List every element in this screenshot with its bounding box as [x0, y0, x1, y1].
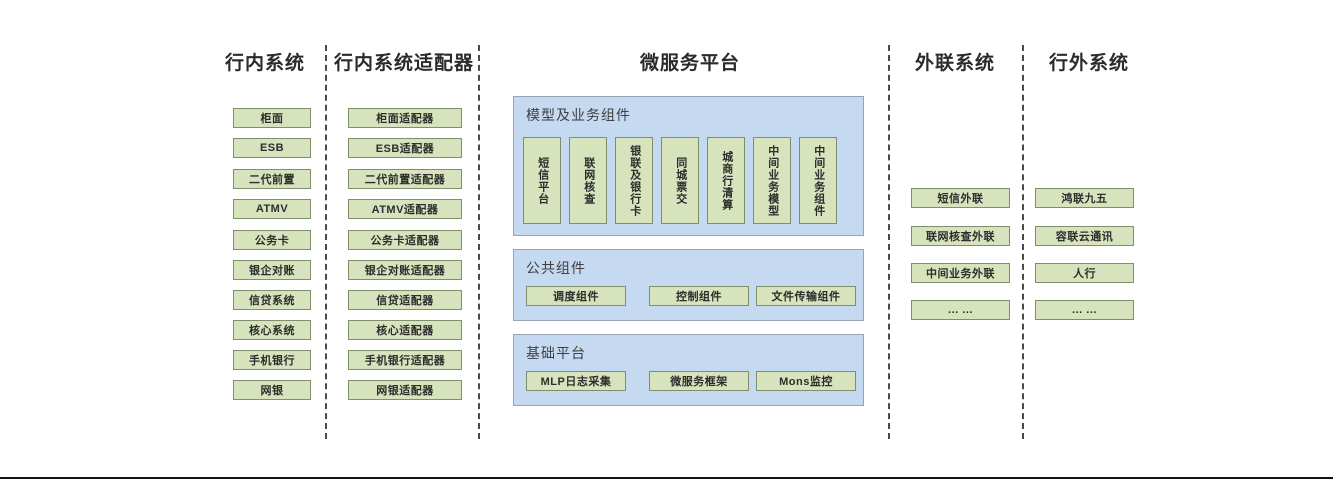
- list-item[interactable]: 二代前置适配器: [348, 169, 462, 189]
- panel-public-components: 公共组件: [513, 249, 864, 321]
- list-item[interactable]: 核心适配器: [348, 320, 462, 340]
- list-item[interactable]: 网银适配器: [348, 380, 462, 400]
- list-item[interactable]: 信贷适配器: [348, 290, 462, 310]
- list-item[interactable]: 柜面: [233, 108, 311, 128]
- list-item[interactable]: 同城票交: [661, 137, 699, 224]
- list-item[interactable]: ESB: [233, 138, 311, 158]
- list-item[interactable]: 中间业务模型: [753, 137, 791, 224]
- list-item[interactable]: 容联云通讯: [1035, 226, 1134, 246]
- list-item[interactable]: 人行: [1035, 263, 1134, 283]
- list-item[interactable]: 鸿联九五: [1035, 188, 1134, 208]
- list-item[interactable]: Mons监控: [756, 371, 856, 391]
- list-item[interactable]: 调度组件: [526, 286, 626, 306]
- column-header-platform: 微服务平台: [639, 53, 740, 74]
- panel-title: 模型及业务组件: [526, 107, 631, 123]
- list-item[interactable]: ... ...: [1035, 300, 1134, 320]
- list-item[interactable]: 公务卡适配器: [348, 230, 462, 250]
- column-header-inhouse: 行内系统: [224, 53, 305, 74]
- list-item[interactable]: 城商行清算: [707, 137, 745, 224]
- list-item[interactable]: 短信平台: [523, 137, 561, 224]
- column-separator-1: [325, 45, 327, 439]
- panel-title: 公共组件: [526, 260, 586, 276]
- list-item[interactable]: 手机银行适配器: [348, 350, 462, 370]
- column-header-external-link: 外联系统: [914, 53, 995, 74]
- list-item[interactable]: ATMV适配器: [348, 199, 462, 219]
- list-item[interactable]: 短信外联: [911, 188, 1010, 208]
- list-item[interactable]: 银企对账: [233, 260, 311, 280]
- list-item[interactable]: 银联及银行卡: [615, 137, 653, 224]
- list-item[interactable]: 银企对账适配器: [348, 260, 462, 280]
- column-header-outbank: 行外系统: [1048, 53, 1129, 74]
- list-item[interactable]: 联网核查外联: [911, 226, 1010, 246]
- list-item[interactable]: 信贷系统: [233, 290, 311, 310]
- column-header-adapters: 行内系统适配器: [333, 53, 474, 74]
- list-item[interactable]: ESB适配器: [348, 138, 462, 158]
- list-item[interactable]: 中间业务组件: [799, 137, 837, 224]
- panel-base-platform: 基础平台: [513, 334, 864, 406]
- list-item[interactable]: 文件传输组件: [756, 286, 856, 306]
- list-item[interactable]: MLP日志采集: [526, 371, 626, 391]
- list-item[interactable]: 控制组件: [649, 286, 749, 306]
- column-separator-3: [888, 45, 890, 439]
- list-item[interactable]: ... ...: [911, 300, 1010, 320]
- list-item[interactable]: 手机银行: [233, 350, 311, 370]
- panel-title: 基础平台: [526, 345, 586, 361]
- list-item[interactable]: 网银: [233, 380, 311, 400]
- column-separator-2: [478, 45, 480, 439]
- list-item[interactable]: 联网核查: [569, 137, 607, 224]
- column-separator-4: [1022, 45, 1024, 439]
- list-item[interactable]: 公务卡: [233, 230, 311, 250]
- list-item[interactable]: 中间业务外联: [911, 263, 1010, 283]
- list-item[interactable]: 二代前置: [233, 169, 311, 189]
- list-item[interactable]: 微服务框架: [649, 371, 749, 391]
- list-item[interactable]: ATMV: [233, 199, 311, 219]
- list-item[interactable]: 柜面适配器: [348, 108, 462, 128]
- page-bottom-rule: [0, 477, 1333, 479]
- list-item[interactable]: 核心系统: [233, 320, 311, 340]
